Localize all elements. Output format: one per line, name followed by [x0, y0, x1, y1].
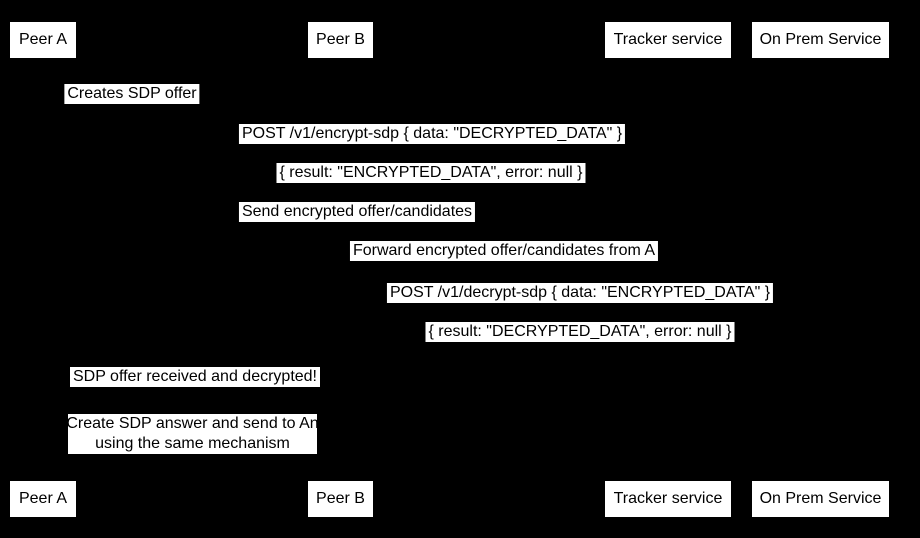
actor-box-top-on-prem-service: On Prem Service: [752, 22, 889, 58]
actor-box-top-tracker-service: Tracker service: [605, 22, 731, 58]
message-label: POST /v1/decrypt-sdp { data: "ENCRYPTED_…: [386, 283, 774, 303]
message-label: POST /v1/encrypt-sdp { data: "DECRYPTED_…: [238, 124, 626, 144]
actor-box-bottom-peer-b: Peer B: [308, 481, 373, 517]
message-label: Creates SDP offer: [64, 84, 200, 104]
message-label: { result: "ENCRYPTED_DATA", error: null …: [276, 163, 586, 183]
note-line: using the same mechanism: [95, 435, 290, 452]
actor-box-top-peer-a: Peer A: [10, 22, 76, 58]
actor-box-bottom-peer-a: Peer A: [10, 481, 76, 517]
message-label: { result: "DECRYPTED_DATA", error: null …: [425, 322, 735, 342]
actor-box-top-peer-b: Peer B: [308, 22, 373, 58]
actor-box-bottom-tracker-service: Tracker service: [605, 481, 731, 517]
message-label: Send encrypted offer/candidates: [238, 202, 476, 222]
actor-box-bottom-on-prem-service: On Prem Service: [752, 481, 889, 517]
note-line: Create SDP answer and send to An: [66, 415, 319, 432]
message-label: SDP offer received and decrypted!: [70, 367, 320, 387]
note-box: Create SDP answer and send to An using th…: [66, 414, 319, 454]
message-label: Forward encrypted offer/candidates from …: [349, 241, 659, 261]
